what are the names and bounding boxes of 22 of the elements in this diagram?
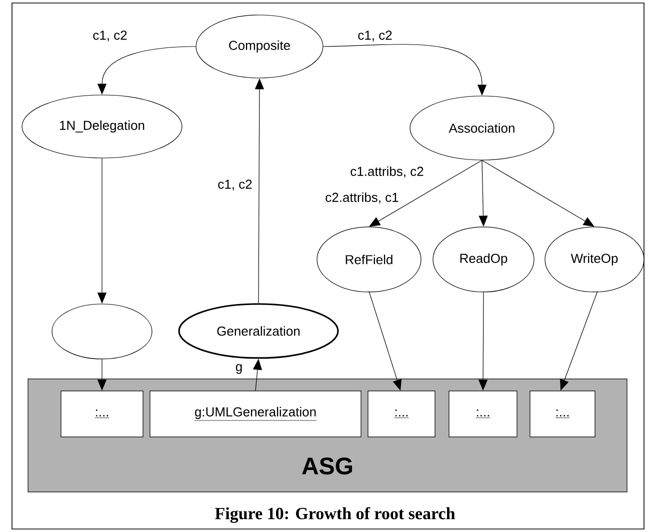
ellipse-node: WriteOp [544,226,644,292]
ellipse-node: Composite [196,14,324,78]
arrow [369,160,482,227]
instance-box: g:UMLGeneralization [150,390,362,438]
edge-label: c1.attribs, c2 [350,166,424,178]
caption: Figure 10: Growth of root search [215,507,455,523]
ellipse-node: ReadOp [432,226,534,292]
instance-box: :... [60,390,144,438]
annotation-label: c2.attribs, c1 [326,192,398,204]
instance-box: :... [448,390,518,438]
instance-box: :... [530,390,596,438]
arrow [482,160,594,227]
edge-label: c1, c2 [358,30,392,42]
edge-label: c1, c2 [93,30,127,42]
edge-label: c1, c2 [218,180,252,190]
instance-box: :... [368,390,436,438]
edge-label: g [236,364,242,374]
ellipse-node: Association [410,96,554,160]
empty-ellipse [52,304,152,360]
ellipse-node: RefField [316,226,422,292]
ellipse-node: 1N_Delegation [22,94,182,158]
ellipse-node: Generalization [178,303,339,359]
